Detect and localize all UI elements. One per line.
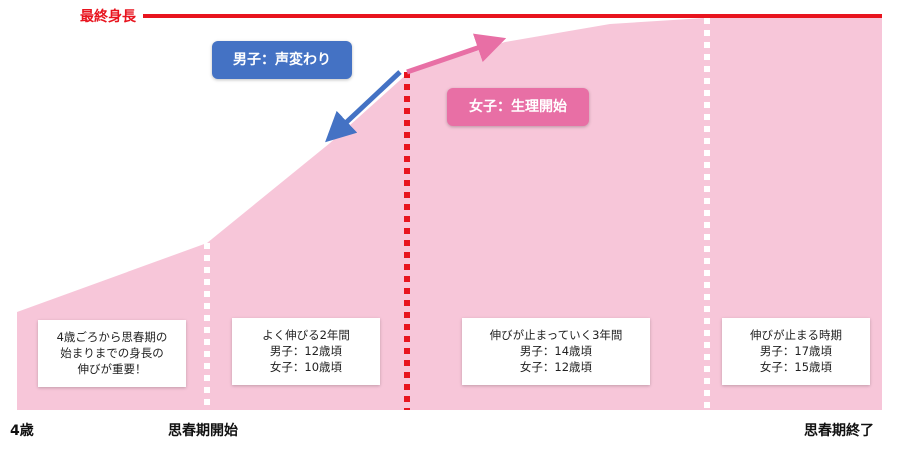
axis-label-start: 4歳 [10, 423, 34, 439]
box-line: 男子：14歳頃 [519, 344, 593, 358]
box-line: 男子：17歳頃 [759, 344, 833, 358]
boys-arrow [325, 70, 402, 143]
axis-label-puberty-start: 思春期開始 [168, 423, 238, 439]
boys-callout: 男子：声変わり [212, 41, 352, 79]
box-line: 男子：12歳頃 [269, 344, 343, 358]
girls-callout: 女子：生理開始 [447, 88, 589, 126]
box-line: 始まりまでの身長の [60, 346, 164, 360]
girls-arrow [406, 33, 507, 75]
final-height-label: 最終身長 [80, 9, 136, 25]
box-line: 女子：12歳頃 [519, 360, 593, 374]
axis-label-puberty-end: 思春期終了 [804, 423, 874, 439]
info-box-pre-puberty: 4歳ごろから思春期の 始まりまでの身長の 伸びが重要！ [38, 320, 186, 387]
info-box-stopping: 伸びが止まる時期 男子：17歳頃 女子：15歳頃 [722, 318, 870, 385]
box-line: 伸びが止まっていく3年間 [489, 328, 623, 342]
info-box-growth-spurt: よく伸びる2年間 男子：12歳頃 女子：10歳頃 [232, 318, 380, 385]
box-line: 4歳ごろから思春期の [56, 330, 168, 344]
box-line: 伸びが止まる時期 [750, 328, 842, 342]
growth-area [17, 17, 882, 410]
box-line: 伸びが重要！ [77, 362, 147, 376]
box-line: 女子：15歳頃 [759, 360, 833, 374]
box-line: 女子：10歳頃 [269, 360, 343, 374]
info-box-slowing: 伸びが止まっていく3年間 男子：14歳頃 女子：12歳頃 [462, 318, 650, 385]
box-line: よく伸びる2年間 [262, 328, 350, 342]
